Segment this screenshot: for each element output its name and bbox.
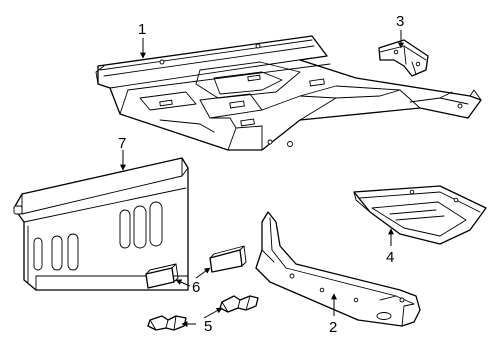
part-4-floor-section <box>353 185 487 245</box>
part-1-floor-pan <box>95 35 482 151</box>
part-3-bracket <box>378 39 429 77</box>
part-5-brackets <box>147 295 259 331</box>
callout-2: 2 <box>329 319 337 336</box>
callout-1: 1 <box>138 21 146 38</box>
leader-5b <box>203 307 223 319</box>
part-7-back-panel <box>13 157 189 291</box>
callout-3: 3 <box>396 13 404 30</box>
callout-7: 7 <box>118 135 126 152</box>
leader-6a <box>175 279 191 287</box>
part-2-rocker-panel <box>255 211 421 327</box>
part-6-pads <box>145 245 247 289</box>
callout-4: 4 <box>386 249 394 266</box>
leader-6b <box>195 267 211 279</box>
callout-6: 6 <box>192 279 200 296</box>
callout-5: 5 <box>204 318 212 335</box>
